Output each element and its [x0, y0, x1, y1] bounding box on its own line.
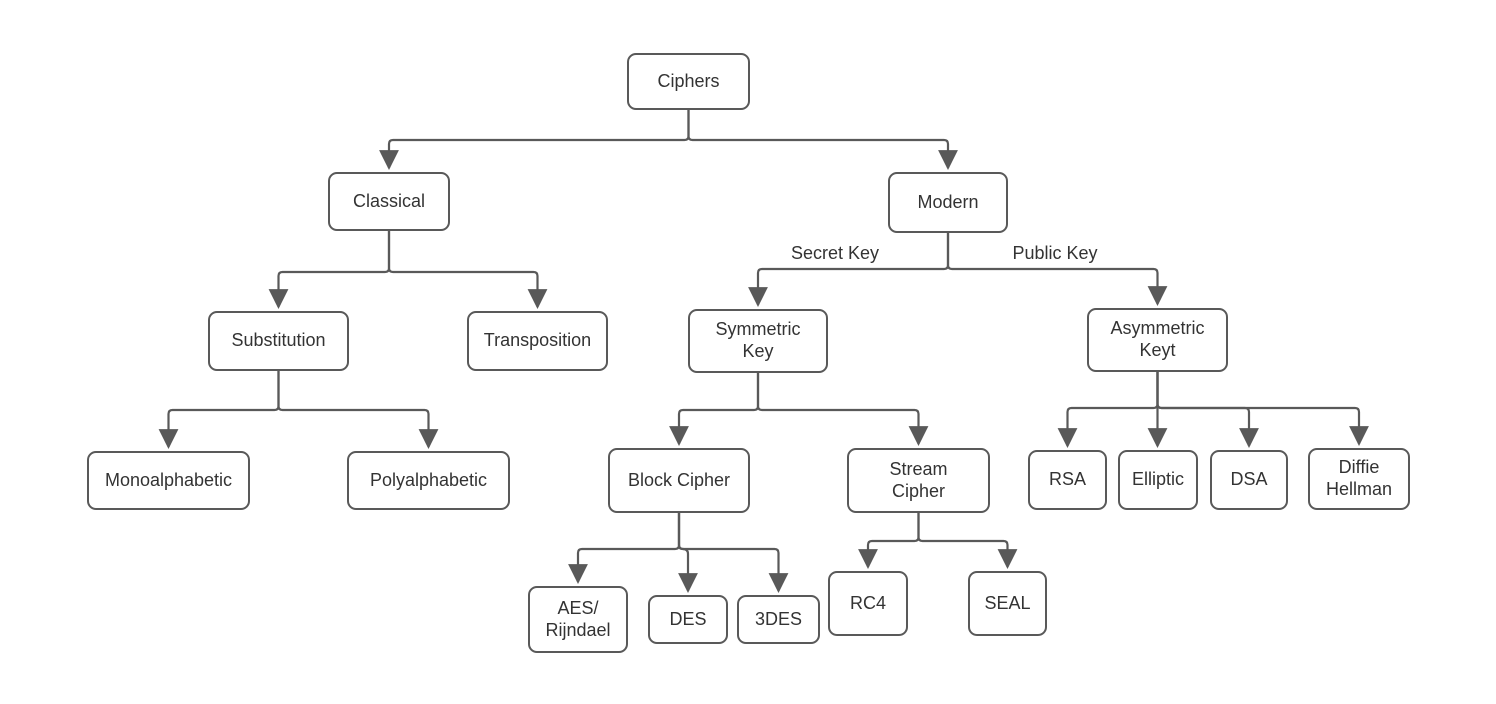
node-dsa-label: DSA — [1230, 469, 1268, 490]
node-asymmetric-keyt-label: Asymmetric Keyt — [1110, 318, 1205, 360]
node-polyalphabetic: Polyalphabetic — [347, 451, 510, 510]
node-monoalphabetic-label: Monoalphabetic — [104, 469, 233, 490]
node-ciphers-label: Ciphers — [657, 70, 720, 91]
node-seal-label: SEAL — [984, 592, 1031, 613]
node-classical: Classical — [328, 172, 450, 231]
node-symmetric-key: Symmetric Key — [688, 309, 828, 373]
connector-classical-transposition — [387, 231, 548, 309]
node-block-cipher: Block Cipher — [608, 448, 750, 513]
node-ciphers: Ciphers — [627, 53, 750, 110]
connector-block-3des — [677, 513, 789, 593]
node-des: DES — [648, 595, 728, 644]
node-symmetric-key-label: Symmetric Key — [715, 319, 801, 361]
node-dsa: DSA — [1210, 450, 1288, 510]
connector-stream-rc4 — [858, 513, 920, 569]
connector-asymmetric-diffie — [1156, 372, 1369, 446]
connector-stream-seal — [917, 513, 1018, 569]
connector-symmetric-block — [669, 373, 760, 446]
connector-modern-asymmetric — [946, 233, 1168, 306]
node-substitution: Substitution — [208, 311, 349, 371]
connector-classical-substitution — [268, 231, 391, 309]
node-asymmetric-keyt: Asymmetric Keyt — [1087, 308, 1228, 372]
node-modern: Modern — [888, 172, 1008, 233]
node-stream-cipher: Stream Cipher — [847, 448, 990, 513]
node-diffie-hellman: Diffie Hellman — [1308, 448, 1410, 510]
node-3des: 3DES — [737, 595, 820, 644]
node-transposition-label: Transposition — [483, 330, 592, 351]
node-substitution-label: Substitution — [231, 330, 326, 351]
connector-asymmetric-rsa — [1057, 372, 1159, 448]
node-aes-rijndael: AES/ Rijndael — [528, 586, 628, 653]
node-diffie-hellman-label: Diffie Hellman — [1325, 457, 1393, 499]
connector-block-des — [677, 513, 698, 593]
node-aes-rijndael-label: AES/ Rijndael — [545, 597, 611, 640]
node-des-label: DES — [669, 608, 707, 629]
connector-substitution-polyalphabetic — [277, 371, 439, 449]
node-classical-label: Classical — [352, 190, 426, 211]
edge-label-secret-key: Secret Key — [790, 243, 880, 263]
node-stream-cipher-label: Stream Cipher — [889, 458, 948, 501]
node-rc4: RC4 — [828, 571, 908, 636]
node-rsa-label: RSA — [1048, 469, 1086, 490]
node-elliptic-label: Elliptic — [1131, 469, 1184, 490]
node-rc4-label: RC4 — [849, 592, 886, 613]
node-monoalphabetic: Monoalphabetic — [87, 451, 250, 510]
node-rsa: RSA — [1028, 450, 1107, 510]
node-seal: SEAL — [968, 571, 1047, 636]
node-transposition: Transposition — [467, 311, 608, 371]
connector-substitution-monoalphabetic — [158, 371, 280, 449]
connector-ciphers-classical — [379, 110, 690, 170]
node-modern-label: Modern — [917, 191, 979, 212]
edge-label-public-key: Public Key — [1012, 243, 1098, 263]
node-elliptic: Elliptic — [1118, 450, 1198, 510]
connector-symmetric-stream — [756, 373, 929, 446]
connector-ciphers-modern — [687, 110, 958, 170]
connector-block-aes — [568, 513, 681, 584]
node-polyalphabetic-label: Polyalphabetic — [369, 469, 488, 490]
node-block-cipher-label: Block Cipher — [627, 469, 731, 490]
node-3des-label: 3DES — [754, 608, 803, 629]
